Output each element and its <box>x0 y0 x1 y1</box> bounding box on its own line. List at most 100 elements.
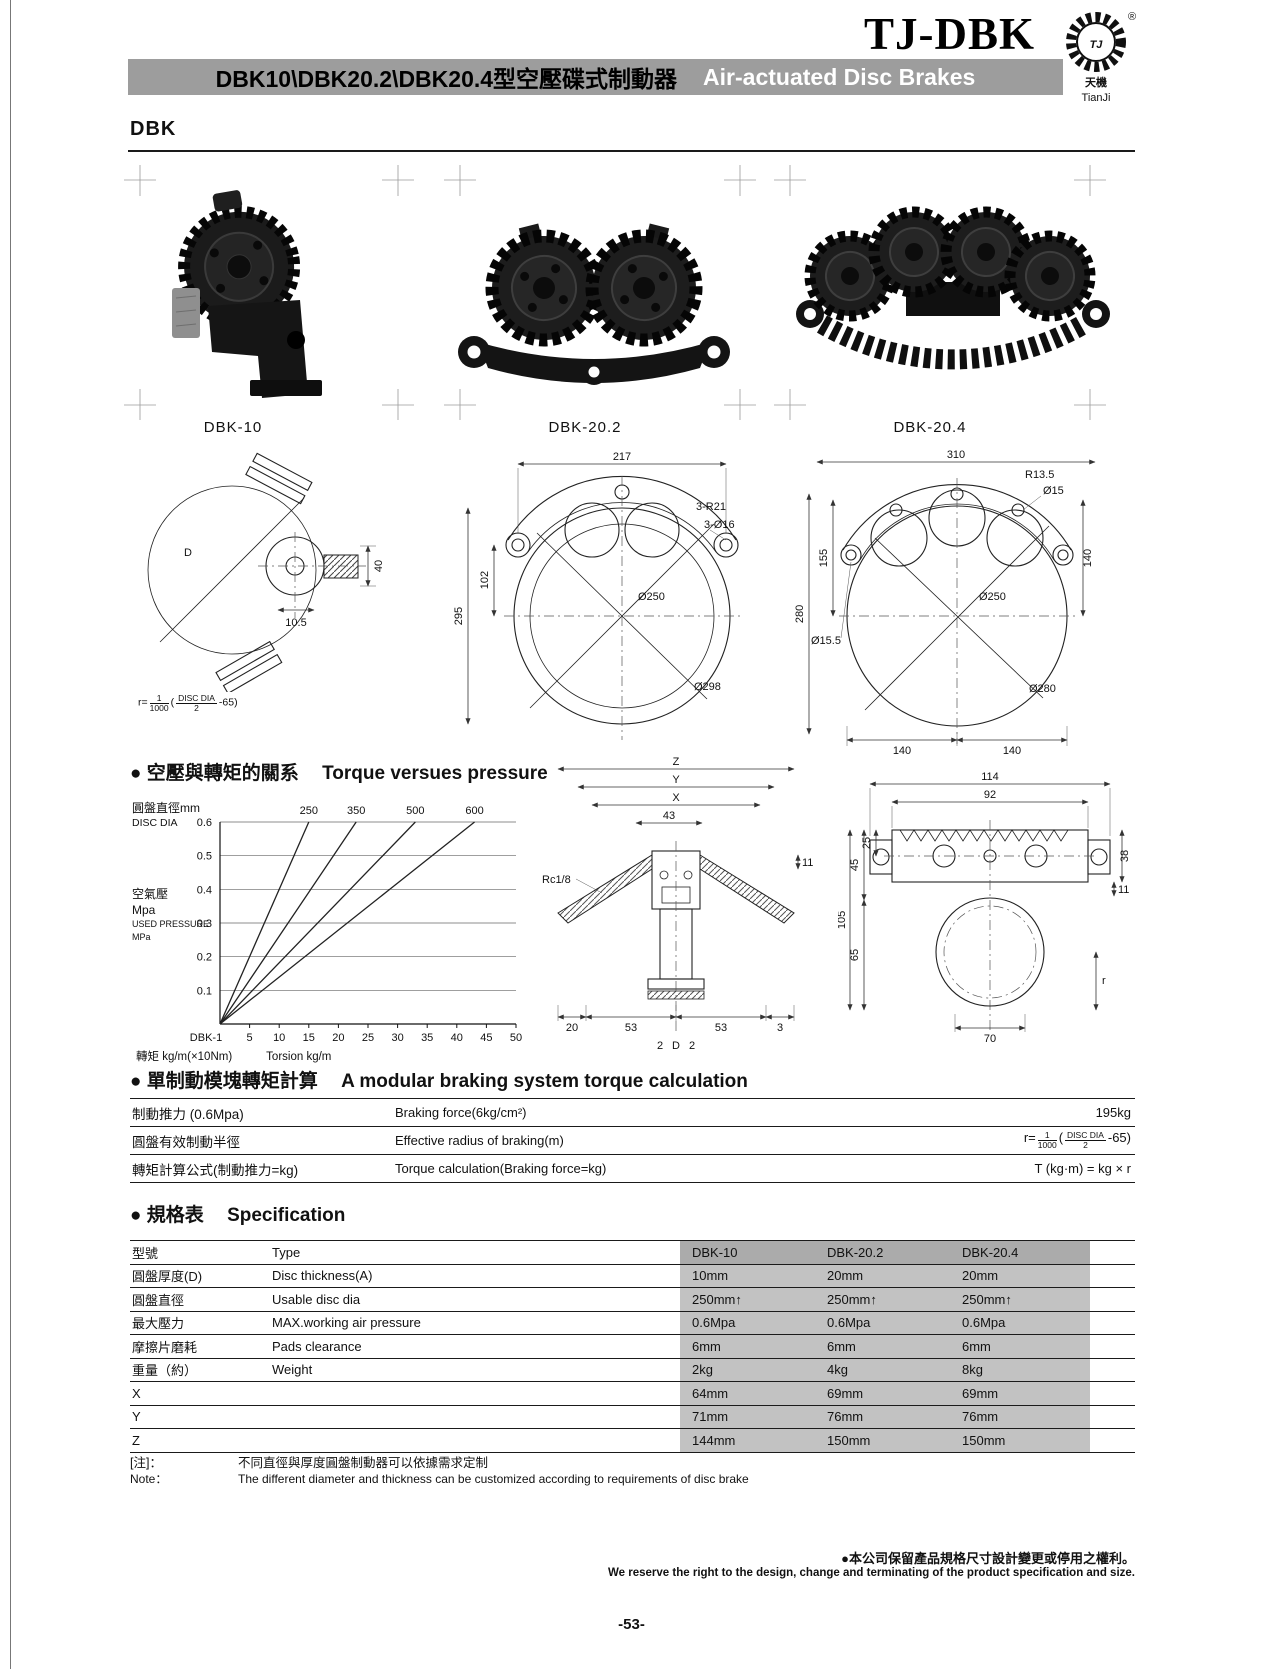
dim-o250: Ø250 <box>979 591 1006 603</box>
braking-force-value: 195kg <box>1095 1105 1131 1120</box>
page-left-border <box>10 0 11 1669</box>
dim-X: X <box>672 792 680 804</box>
dbk204-product-photo <box>796 206 1110 370</box>
dim-20: 20 <box>566 1022 578 1034</box>
y-tick-label: 0.1 <box>197 985 212 997</box>
table-row: 圓盤厚度(D) Disc thickness(A) 10mm 20mm 20mm <box>130 1263 1135 1287</box>
spec-table: 型號 Type DBK-10 DBK-20.2 DBK-20.4 圓盤厚度(D)… <box>130 1240 1135 1453</box>
x-tick-label: 25 <box>362 1032 374 1044</box>
finned-head-2 <box>868 206 960 298</box>
bullet-icon: ● <box>130 763 142 784</box>
dim-2a: 2 <box>657 1040 663 1052</box>
footer-disclaimer: ●本公司保留產品規格尺寸設計變更或停用之權利。 We reserve the r… <box>608 1551 1135 1579</box>
product-label-dbk204: DBK-20.4 <box>893 419 967 436</box>
dim-70: 70 <box>984 1033 996 1045</box>
dim-217: 217 <box>613 451 631 463</box>
dim-r13-5: R13.5 <box>1025 469 1054 481</box>
series-label: 350 <box>347 805 365 817</box>
series-label: 600 <box>465 805 483 817</box>
dbk202-product-photo <box>458 223 730 385</box>
dim-310: 310 <box>947 449 965 461</box>
torque-section-header: ● 單制動模塊轉矩計算 A modular braking system tor… <box>130 1071 748 1092</box>
dim-Z: Z <box>673 756 680 768</box>
series-line-350 <box>219 821 357 1025</box>
x-tick-label: 5 <box>247 1032 253 1044</box>
dim-38: 38 <box>1119 850 1131 862</box>
table-row: 型號 Type DBK-10 DBK-20.2 DBK-20.4 <box>130 1240 1135 1264</box>
toothed-ring <box>816 315 1090 370</box>
note-en: Note：The different diameter and thicknes… <box>130 1472 749 1486</box>
dim-o250: Ø250 <box>638 591 665 603</box>
dim-rc18: Rc1/8 <box>542 874 571 886</box>
dim-295: 295 <box>453 607 465 625</box>
table-row: X 64mm 69mm 69mm <box>130 1381 1135 1405</box>
x-tick-label: 20 <box>332 1032 344 1044</box>
page-title-cn: DBK10\DBK20.2\DBK20.4型空壓碟式制動器 <box>215 66 678 92</box>
logo-cn-text: 天機 <box>1085 75 1107 89</box>
table-row: 轉矩計算公式(制動推力=kg) Torque calculation(Braki… <box>130 1154 1135 1182</box>
bracket-side-drawing: 114 92 25 45 65 105 38 11 70 r <box>838 771 1131 1045</box>
dim-280: 280 <box>795 605 806 623</box>
torque-formula-value: T (kg·m) = kg × r <box>1034 1161 1131 1176</box>
bullet-icon: ● <box>130 1071 142 1092</box>
y-tick-label: 0.4 <box>197 884 212 896</box>
y-tick-label: 0.6 <box>197 817 212 829</box>
dbk10-dimension-drawing: 40 10.5 D <box>147 452 385 692</box>
registered-mark: ® <box>1128 11 1136 23</box>
product-label-dbk10: DBK-10 <box>203 419 263 436</box>
dim-53b: 53 <box>715 1022 727 1034</box>
chart-section-header: ● 空壓與轉矩的關系 Torque versues pressure <box>130 763 548 784</box>
x-tick-label: 30 <box>391 1032 403 1044</box>
dim-10-5: 10.5 <box>285 617 306 629</box>
dim-140-bottom-b: 140 <box>1003 745 1021 757</box>
table-row: 摩擦片磨耗 Pads clearance 6mm 6mm 6mm <box>130 1334 1135 1358</box>
dim-140-bottom-a: 140 <box>893 745 911 757</box>
dim-140-right: 140 <box>1082 549 1094 567</box>
y-tick-label: 0.3 <box>197 918 212 930</box>
dim-53a: 53 <box>625 1022 637 1034</box>
series-line-600 <box>219 821 475 1025</box>
series-line-500 <box>219 821 416 1025</box>
header-rule <box>128 150 1135 152</box>
series-label: 500 <box>406 805 424 817</box>
x-tick-label: 40 <box>451 1032 463 1044</box>
table-row: Z 144mm 150mm 150mm <box>130 1428 1135 1452</box>
y-tick-label: 0.2 <box>197 952 212 964</box>
table-row: 制動推力 (0.6Mpa) Braking force(6kg/cm²) 195… <box>130 1098 1135 1126</box>
dim-155: 155 <box>818 549 830 567</box>
series-line-250 <box>219 821 310 1025</box>
dim-92: 92 <box>984 789 996 801</box>
x-tick-label: 45 <box>480 1032 492 1044</box>
dim-43: 43 <box>663 810 675 822</box>
dim-102: 102 <box>479 571 491 589</box>
series-label: 250 <box>300 805 318 817</box>
dbk204-dimension-drawing: 310 R13.5 Ø15 155 140 280 Ø15.5 Ø250 Ø28… <box>795 449 1096 757</box>
chart-ylabel-top: 圓盤直徑mm DISC DIA <box>132 801 200 830</box>
title-bar: DBK10\DBK20.2\DBK20.4型空壓碟式制動器 Air-actuat… <box>128 59 1063 95</box>
chart-xlabel: 轉矩 kg/m(×10Nm)Torsion kg/m <box>136 1051 332 1063</box>
torque-table: 制動推力 (0.6Mpa) Braking force(6kg/cm²) 195… <box>130 1098 1135 1183</box>
company-logo: TJ ® 天機 TianJi <box>1066 11 1136 104</box>
dim-65: 65 <box>849 949 861 961</box>
dim-114: 114 <box>981 771 999 783</box>
table-row: 圓盤有效制動半徑 Effective radius of braking(m) … <box>130 1126 1135 1154</box>
brand-title: TJ-DBK <box>864 9 1036 59</box>
spec-section-header: ● 規格表 Specification <box>130 1205 346 1226</box>
mounting-bracket <box>208 300 308 398</box>
x-tick-label: 35 <box>421 1032 433 1044</box>
page-number: -53- <box>618 1616 645 1633</box>
finned-head-left <box>485 223 603 347</box>
dbk202-dimension-drawing: 217 295 102 3-R21 3-Ø16 Ø250 Ø298 <box>453 451 740 740</box>
dim-D-disc: D <box>672 1040 680 1052</box>
dim-11-side: 11 <box>1118 884 1129 896</box>
dim-D: D <box>184 547 192 559</box>
dim-2b: 2 <box>689 1040 695 1052</box>
y-tick-label: 0.5 <box>197 851 212 863</box>
dim-3: 3 <box>777 1022 783 1034</box>
chart-ylabel-mid: 空氣壓 Mpa USED PRESSURE MPa <box>132 887 210 942</box>
dbk10-product-photo <box>172 190 322 398</box>
